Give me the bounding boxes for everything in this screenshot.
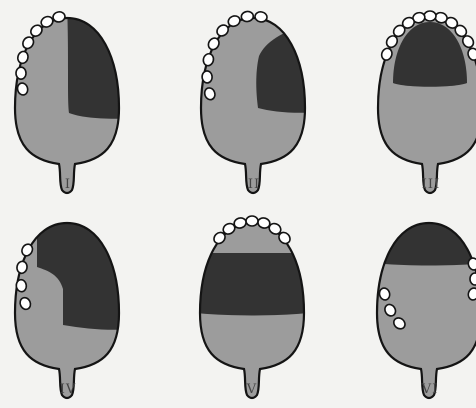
panel-5-palate — [182, 216, 322, 398]
tooth — [16, 279, 27, 292]
panel-2-palate — [201, 11, 323, 193]
tooth — [424, 11, 436, 21]
panel-label-1: I — [48, 177, 88, 192]
tooth — [470, 273, 476, 285]
panel-label-6: VI — [410, 382, 450, 397]
panel-1-palate — [15, 3, 137, 193]
panel-label-3: III — [411, 177, 451, 192]
panel-6-palate — [359, 208, 476, 398]
panel-label-5: V — [232, 382, 272, 397]
tooth — [246, 216, 258, 226]
panel-4-palate — [15, 208, 137, 398]
tooth — [202, 71, 213, 83]
panel-3-palate — [378, 11, 476, 193]
panel-label-2: II — [234, 177, 274, 192]
tooth — [16, 67, 26, 79]
tooth — [241, 11, 254, 22]
panel-label-4: IV — [48, 382, 88, 397]
